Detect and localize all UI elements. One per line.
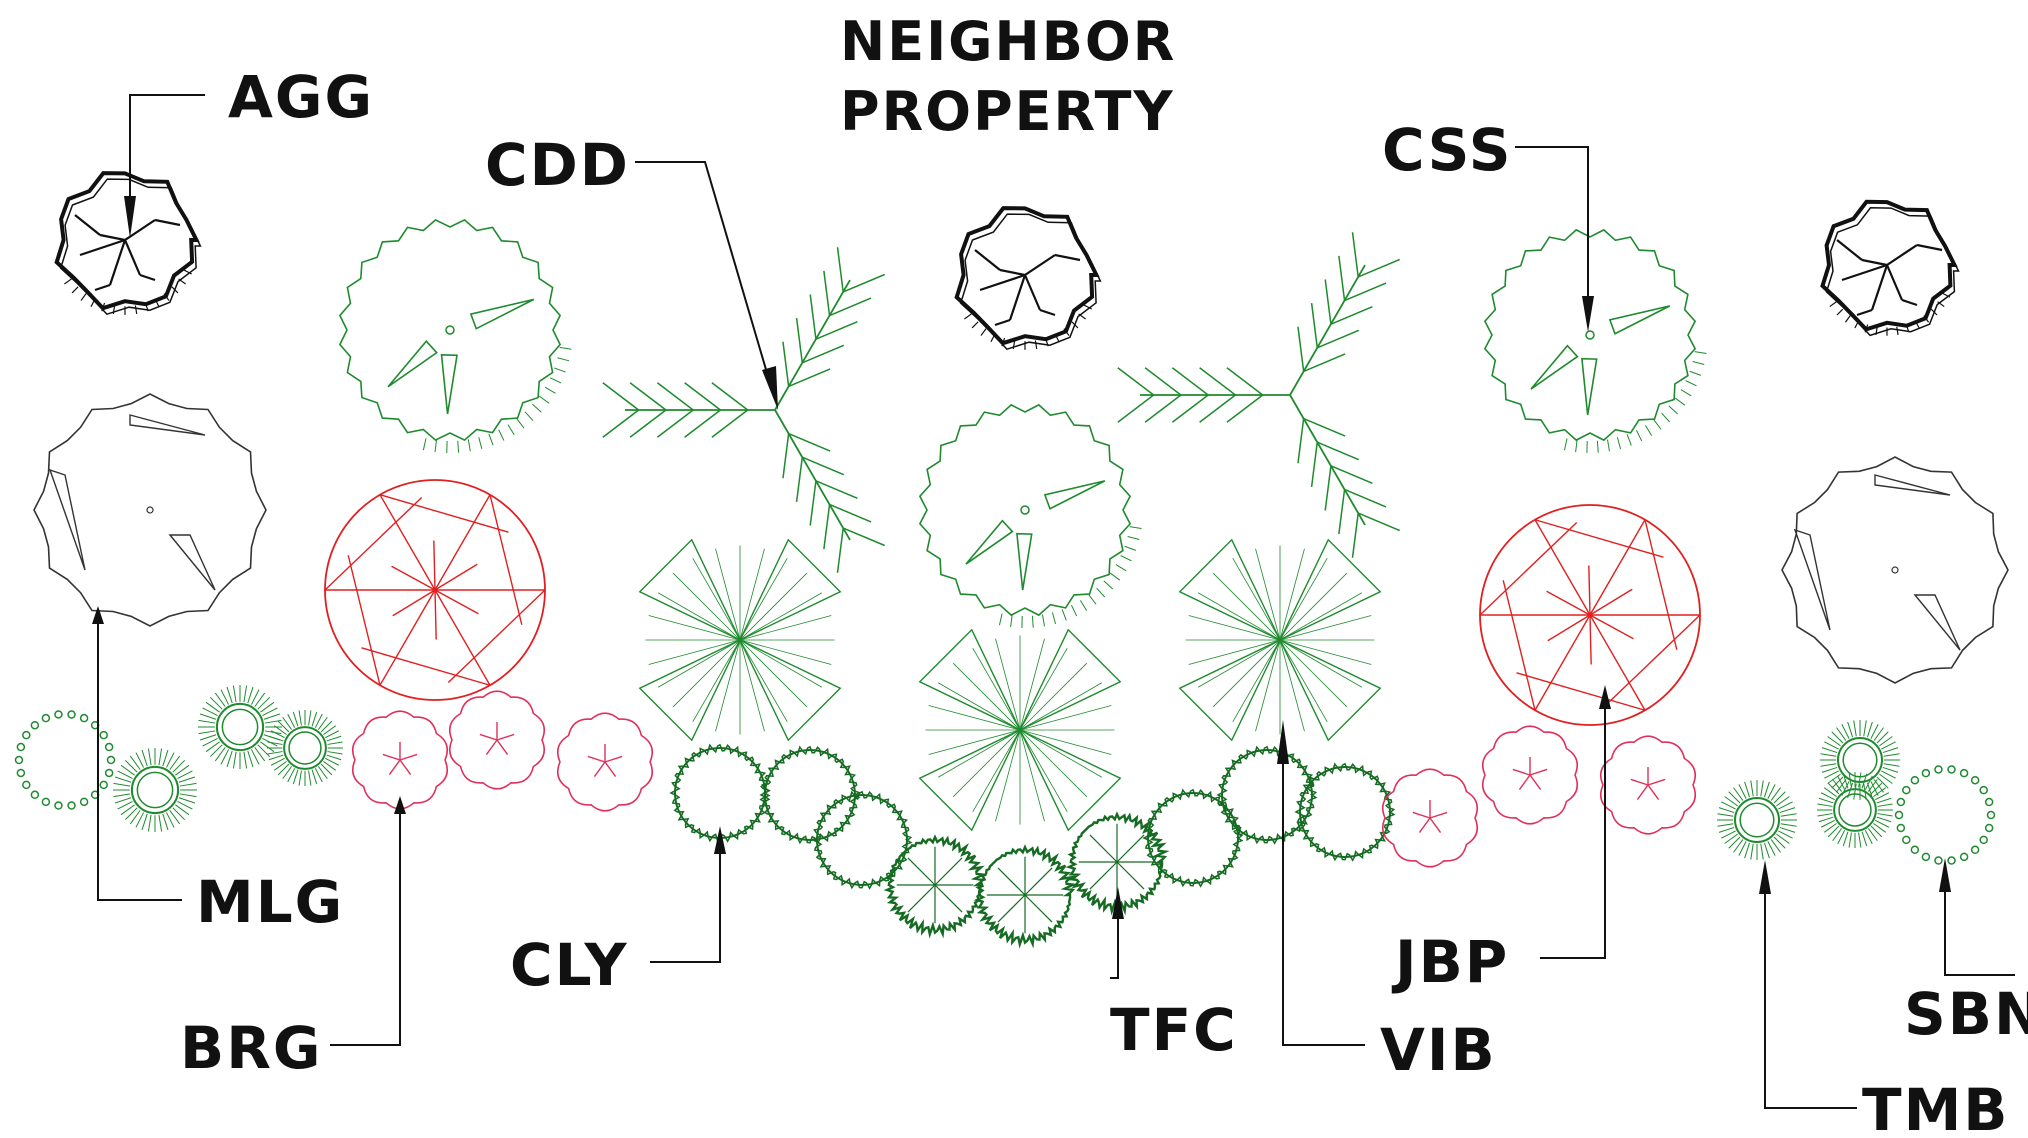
title-line-2: PROPERTY xyxy=(840,80,1175,143)
label-cly: CLY xyxy=(510,931,629,999)
dotted-ring-shrub-icon xyxy=(14,710,116,810)
arrow-cly xyxy=(714,826,726,854)
palm-frond-icon xyxy=(602,247,885,573)
wavy-ring-shrub-icon xyxy=(1142,788,1244,888)
flower-shrub-icon xyxy=(352,710,448,810)
boulder-icon xyxy=(54,171,202,316)
wavy-ring-shrub-icon xyxy=(1294,762,1396,862)
boulder-icon xyxy=(954,206,1102,351)
scalloped-tree-icon xyxy=(1781,456,2009,684)
pinwheel-tree-icon xyxy=(324,479,546,701)
star-shrub-icon xyxy=(1178,538,1382,742)
hatched-ring-shrub-icon xyxy=(198,685,282,769)
label-mlg: MLG xyxy=(196,868,344,936)
leader-tfc xyxy=(1110,915,1119,979)
hatched-ring-shrub-icon xyxy=(1717,780,1797,860)
leader-vib xyxy=(1282,760,1365,1046)
arrow-cdd xyxy=(762,366,778,410)
leader-brg xyxy=(330,810,401,1046)
label-cdd: CDD xyxy=(485,131,630,199)
label-tfc: TFC xyxy=(1110,996,1238,1064)
label-brg: BRG xyxy=(180,1014,322,1082)
title-line-1: NEIGHBOR xyxy=(840,10,1176,73)
arrow-tfc xyxy=(1112,887,1124,919)
label-vib: VIB xyxy=(1380,1016,1497,1084)
leader-sbn xyxy=(1944,888,2015,976)
leader-cly xyxy=(650,850,721,963)
leader-cdd xyxy=(635,161,773,391)
label-sbn: SBN xyxy=(1904,980,2028,1048)
canopy-tree-icon xyxy=(338,218,572,453)
star-shrub-icon xyxy=(918,628,1122,832)
arrow-mlg xyxy=(92,606,104,624)
canopy-tree-icon xyxy=(1483,228,1707,453)
canopy-tree-icon xyxy=(918,403,1142,628)
wavy-ring-shrub-icon xyxy=(811,790,913,890)
arrow-sbn xyxy=(1939,858,1951,892)
flower-shrub-icon xyxy=(449,690,545,790)
flower-shrub-icon xyxy=(1482,725,1578,825)
leader-tmb xyxy=(1764,890,1857,1109)
leader-mlg xyxy=(97,620,182,901)
plant-symbols xyxy=(14,171,2009,949)
arrow-tmb xyxy=(1759,860,1771,894)
palm-frond-icon xyxy=(1117,232,1400,558)
arrow-css xyxy=(1582,296,1594,332)
spoked-shrub-icon xyxy=(1065,811,1170,916)
arrow-vib xyxy=(1277,720,1289,764)
label-jbp: JBP xyxy=(1391,928,1509,996)
flower-shrub-icon xyxy=(557,712,653,812)
boulder-icon xyxy=(1820,199,1960,337)
leader-css xyxy=(1515,146,1589,300)
leader-agg xyxy=(129,94,205,200)
dotted-ring-shrub-icon xyxy=(1894,765,1996,865)
hatched-ring-shrub-icon xyxy=(113,748,197,832)
spoked-shrub-icon xyxy=(973,844,1078,949)
arrow-agg xyxy=(124,196,136,238)
label-tmb: TMB xyxy=(1862,1076,2010,1138)
hatched-ring-shrub-icon xyxy=(1820,720,1900,800)
hatched-ring-shrub-icon xyxy=(1817,772,1893,848)
scalloped-tree-icon xyxy=(33,393,267,627)
flower-shrub-icon xyxy=(1382,768,1478,868)
wavy-ring-shrub-icon xyxy=(759,745,861,845)
flower-shrub-icon xyxy=(1600,735,1696,835)
star-shrub-icon xyxy=(638,538,842,742)
arrow-brg xyxy=(394,796,406,814)
pinwheel-tree-icon xyxy=(1479,504,1701,726)
arrow-jbp xyxy=(1599,685,1611,709)
label-css: CSS xyxy=(1382,116,1513,184)
leader-lines xyxy=(92,94,2015,1109)
leader-jbp xyxy=(1540,705,1606,959)
labels: NEIGHBOR PROPERTY AGG CDD CSS MLG BRG CL… xyxy=(180,10,2028,1138)
spoked-shrub-icon xyxy=(883,834,988,939)
wavy-ring-shrub-icon xyxy=(1216,745,1318,845)
hatched-ring-shrub-icon xyxy=(267,710,343,786)
label-agg: AGG xyxy=(228,63,374,131)
